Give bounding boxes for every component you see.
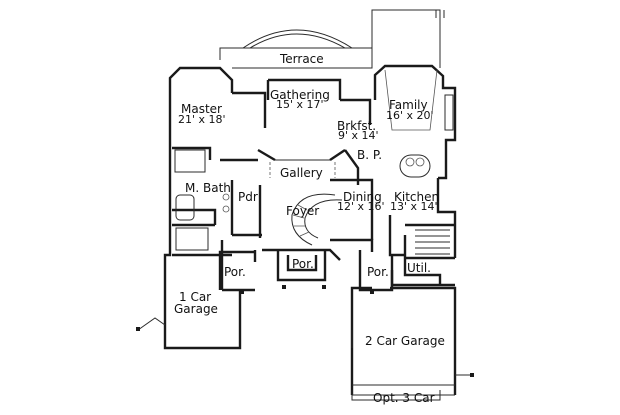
interior-walls [172, 146, 455, 292]
terrace-area [219, 9, 445, 69]
kitchen-label: Kitchen [394, 190, 439, 204]
dining-label: Dining [343, 190, 382, 204]
master-label: Master [181, 102, 222, 116]
family-label: Family [389, 98, 428, 112]
butler-pantry-label: B. P. [357, 148, 382, 162]
breakfast-label: Brkfst. [337, 119, 376, 133]
breakfast-size: 9' x 14' [338, 129, 379, 142]
porch-left-label: Por. [224, 265, 246, 279]
garage-opt-label: Opt. 3 Car [373, 391, 435, 405]
family-size: 16' x 20' [386, 109, 434, 122]
fixtures [136, 69, 474, 401]
master-bath-label: M. Bath [185, 181, 231, 195]
gathering-label: Gathering [270, 88, 330, 102]
kitchen-size: 13' x 14' [390, 200, 438, 213]
garage-1-label-line2: Garage [174, 302, 218, 316]
garage-1-label-line1: 1 Car [179, 290, 211, 304]
porch-center-label: Por. [292, 257, 314, 271]
utility-label: Util. [407, 261, 431, 275]
master-size: 21' x 18' [178, 113, 226, 126]
gallery-label: Gallery [280, 166, 323, 180]
gathering-size: 15' x 17' [276, 98, 324, 111]
terrace-label: Terrace [279, 52, 324, 66]
garage-2-label: 2 Car Garage [365, 334, 445, 348]
dining-size: 12' x 16' [337, 200, 385, 213]
exterior-walls [163, 64, 457, 396]
porch-right-label: Por. [367, 265, 389, 279]
foyer-label: Foyer [286, 204, 319, 218]
powder-label: Pdr [238, 190, 258, 204]
